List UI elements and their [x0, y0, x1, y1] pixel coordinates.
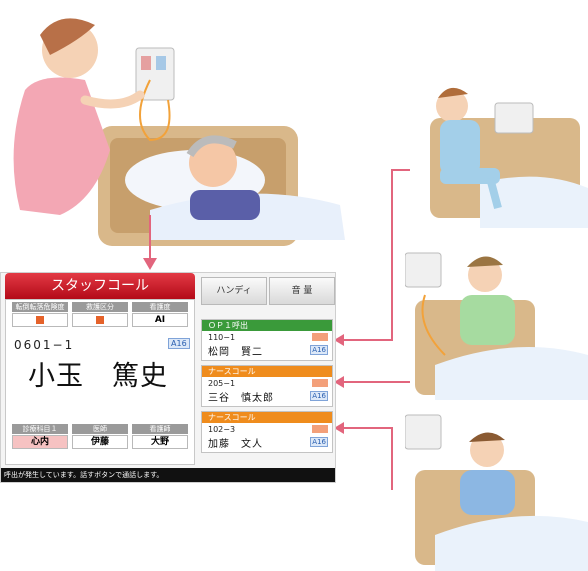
call-tag: A16 [310, 345, 328, 355]
call-room: 205−1 [208, 379, 236, 388]
call-name: 三谷 慎太郎 [208, 393, 274, 404]
rescue-class-swatch [96, 315, 104, 324]
room-number: 0601−1 [14, 338, 75, 352]
status-bar: 呼出が発生しています。話すボタンで通話します。 [1, 468, 335, 482]
patient-name: 小玉 篤史 [28, 361, 168, 392]
call-type: ＯＰ１呼出 [202, 320, 332, 331]
call-room: 110−1 [208, 333, 236, 342]
call-name: 松岡 賢二 [208, 347, 263, 358]
nurse-value: 大野 [132, 435, 188, 449]
patient-reclining-blue-scene [405, 414, 588, 571]
call-room: 102−3 [208, 425, 236, 434]
bed-icon [312, 379, 328, 387]
call-type: ナースコール [202, 412, 332, 423]
screen-title: スタッフコール [5, 273, 195, 299]
patient-detail-panel: 転倒転落危険度 救護区分 看護度 AI 0601−1 A16 小玉 篤史 診療科… [5, 299, 195, 465]
doctor-value: 伊藤 [72, 435, 128, 449]
fall-risk-swatch [36, 315, 44, 324]
call-item[interactable]: ＯＰ１呼出 110−1 松岡 賢二 A16 [201, 319, 333, 361]
staff-call-screen: スタッフコール 転倒転落危険度 救護区分 看護度 AI 0601−1 A16 小… [0, 272, 336, 483]
nurse-label: 看護師 [132, 424, 188, 434]
doctor-label: 医師 [72, 424, 128, 434]
call-tag: A16 [310, 391, 328, 401]
patient-sitting-scene [430, 87, 588, 228]
call-tag: A16 [310, 437, 328, 447]
bed-icon [312, 425, 328, 433]
call-arrows [334, 169, 410, 490]
call-name: 加藤 文人 [208, 439, 263, 450]
fall-risk-label: 転倒転落危険度 [12, 302, 68, 312]
top-tabs: ハンディ 音 量 [201, 277, 335, 305]
rescue-class-value [72, 313, 128, 327]
call-item[interactable]: ナースコール 102−3 加藤 文人 A16 [201, 411, 333, 453]
nursing-level-value: AI [132, 313, 188, 327]
tab-handy[interactable]: ハンディ [201, 277, 267, 305]
tab-volume[interactable]: 音 量 [269, 277, 335, 305]
nursing-level-label: 看護度 [132, 302, 188, 312]
nurse-bed-scene [13, 18, 345, 270]
bed-icon [312, 333, 328, 341]
department-value: 心内 [12, 435, 68, 449]
call-type: ナースコール [202, 366, 332, 377]
patient-reclining-green-scene [405, 252, 588, 400]
fall-risk-value [12, 313, 68, 327]
department-label: 診療科目１ [12, 424, 68, 434]
rescue-class-label: 救護区分 [72, 302, 128, 312]
patient-tag: A16 [168, 338, 190, 349]
call-item[interactable]: ナースコール 205−1 三谷 慎太郎 A16 [201, 365, 333, 407]
